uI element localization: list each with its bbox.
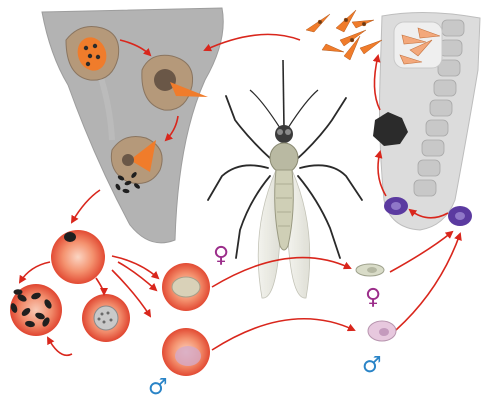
female-gamete: [355, 263, 385, 277]
oocyst: [373, 112, 408, 146]
arrow-sporozoite-to-liver: [203, 33, 301, 52]
liver-cycle-arrows: [70, 39, 179, 224]
hepatocyte-schizont-1: [65, 26, 120, 81]
mosquito-cycle-arrows: [372, 54, 449, 219]
mosquito: [207, 59, 363, 299]
hepatocyte-sporozoite: [141, 54, 208, 111]
rbc-trophozoite: [82, 294, 130, 342]
rbc-female-gametocyte: [162, 263, 210, 311]
male-gamete: [367, 320, 397, 342]
zygote-nucleus: [455, 212, 465, 220]
rbc-ring-stage: [51, 230, 105, 284]
female-symbol-blood: ♀: [213, 243, 229, 268]
rbc-male-gametocyte: [162, 328, 210, 376]
hepatocyte-rupturing: [110, 136, 163, 184]
gametocyte-to-mosquito-arrows: [211, 230, 462, 351]
rbc-schizont: [10, 284, 62, 336]
ookinete-nucleus: [391, 202, 401, 210]
blood-cycle-arrows: [18, 255, 160, 357]
male-symbol-mosquito: ♂: [362, 353, 382, 378]
released-merozoites: [115, 172, 140, 194]
salivary-sporozoites: [399, 27, 441, 65]
male-symbol-blood: ♂: [148, 375, 168, 400]
female-symbol-mosquito: ♀: [365, 285, 381, 310]
sporozoites-free: [305, 9, 383, 61]
